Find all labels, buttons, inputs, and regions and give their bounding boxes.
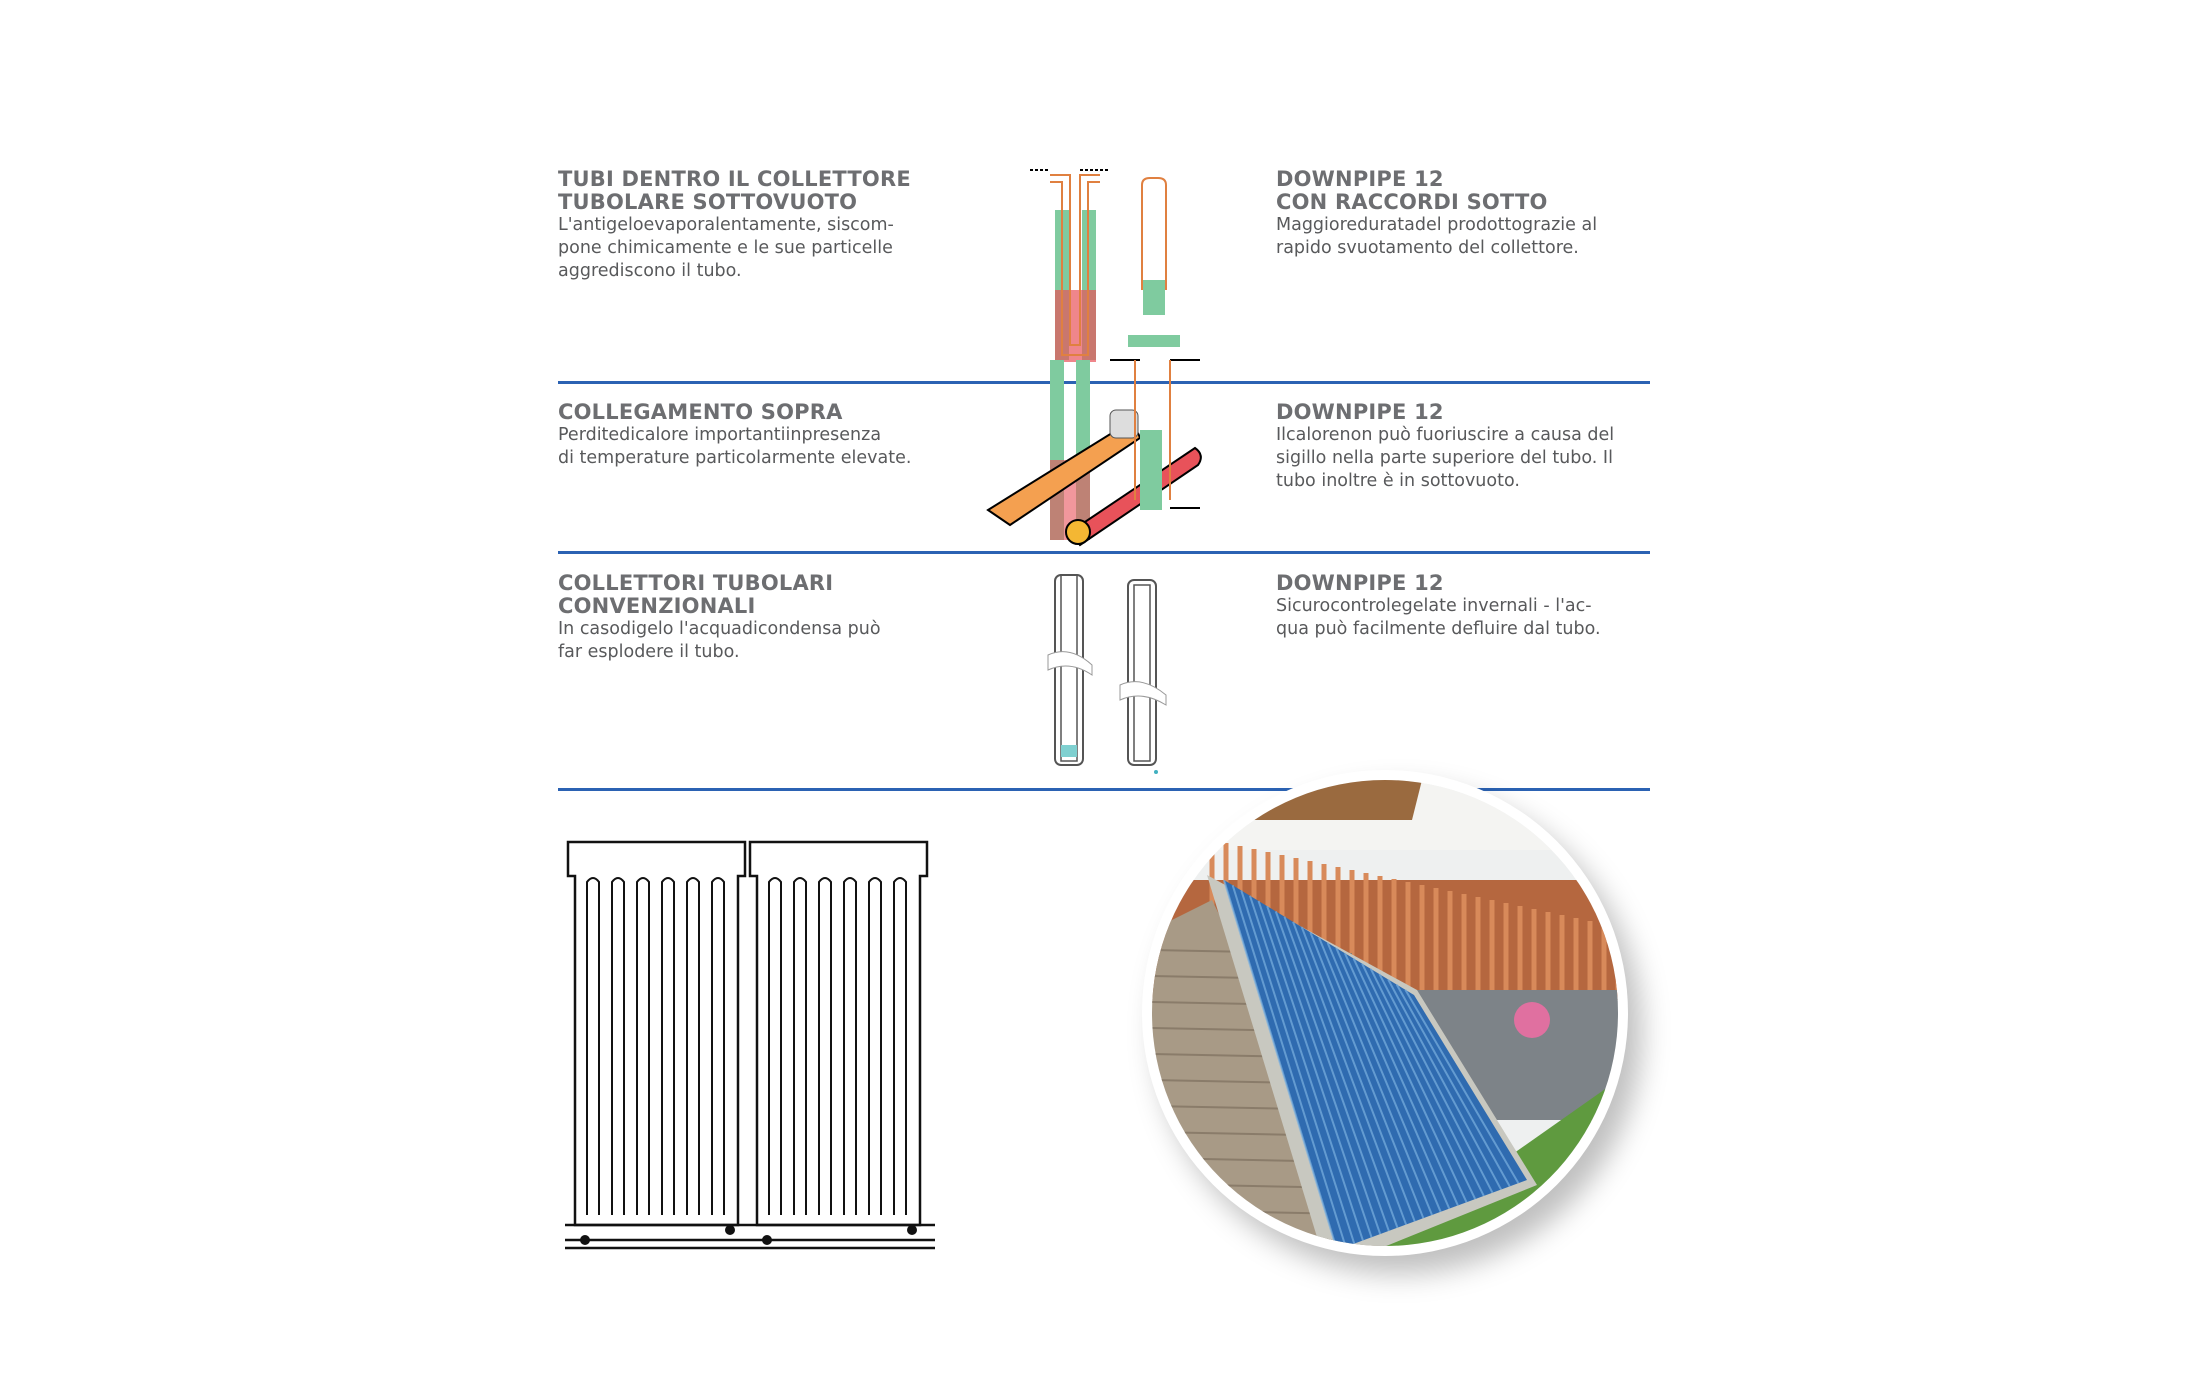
section-conventional: COLLETTORI TUBOLARI CONVENZIONALI In cas… bbox=[558, 572, 958, 664]
section-downpipe-seal: DOWNPIPE 12 Ilcalorenon può fuoriuscire … bbox=[1276, 401, 1656, 493]
section-text: Sicurocontrolegelate invernali - l'ac- q… bbox=[1276, 596, 1601, 639]
conventional-tube bbox=[1047, 574, 1093, 766]
divider bbox=[558, 788, 1650, 791]
section-top-connection: COLLEGAMENTO SOPRA Perditedicalore impor… bbox=[558, 401, 958, 470]
tube-diagram bbox=[986, 169, 1202, 774]
collector-tube bbox=[711, 877, 725, 1215]
section-text: In casodigelo l'acquadicondensa può far … bbox=[558, 619, 881, 662]
heat-pipe-tube-middle bbox=[986, 360, 1202, 547]
collector-tube bbox=[768, 877, 782, 1215]
section-text: Maggioreduratadel prodottograzie al rapi… bbox=[1276, 215, 1598, 258]
collector-tube bbox=[686, 877, 700, 1215]
collector-tube bbox=[843, 877, 857, 1215]
collector-tube bbox=[586, 877, 600, 1215]
collector-tube bbox=[818, 877, 832, 1215]
divider bbox=[558, 551, 1650, 554]
section-title: DOWNPIPE 12 CON RACCORDI SOTTO bbox=[1276, 167, 1548, 214]
collector-tube bbox=[893, 877, 907, 1215]
solar-collector-photo bbox=[1142, 770, 1628, 1256]
section-text: Perditedicalore importantiinpresenza di … bbox=[558, 425, 912, 468]
section-title: COLLEGAMENTO SOPRA bbox=[558, 400, 843, 424]
section-title: COLLETTORI TUBOLARI CONVENZIONALI bbox=[558, 571, 834, 618]
collector-tube bbox=[611, 877, 625, 1215]
heat-pipe-tube-top bbox=[1030, 169, 1110, 362]
collector-tube bbox=[661, 877, 675, 1215]
section-tubes-inside: TUBI DENTRO IL COLLETTORE TUBOLARE SOTTO… bbox=[558, 168, 958, 283]
collector-tube bbox=[793, 877, 807, 1215]
section-downpipe-frost: DOWNPIPE 12 Sicurocontrolegelate inverna… bbox=[1276, 572, 1656, 641]
divider bbox=[558, 381, 1650, 384]
collector-schematic bbox=[565, 840, 935, 1250]
downpipe-tube-top bbox=[1110, 177, 1200, 361]
section-title: DOWNPIPE 12 bbox=[1276, 400, 1444, 424]
collector-tube bbox=[868, 877, 882, 1215]
section-title: DOWNPIPE 12 bbox=[1276, 571, 1444, 595]
downpipe-tube-bottom bbox=[1119, 579, 1167, 774]
collector-tube bbox=[636, 877, 650, 1215]
section-text: L'antigeloevaporalentamente, siscom- pon… bbox=[558, 215, 894, 281]
section-text: Ilcalorenon può fuoriuscire a causa del … bbox=[1276, 425, 1615, 491]
section-downpipe-bottom: DOWNPIPE 12 CON RACCORDI SOTTO Maggiored… bbox=[1276, 168, 1656, 260]
section-title: TUBI DENTRO IL COLLETTORE TUBOLARE SOTTO… bbox=[558, 167, 911, 214]
